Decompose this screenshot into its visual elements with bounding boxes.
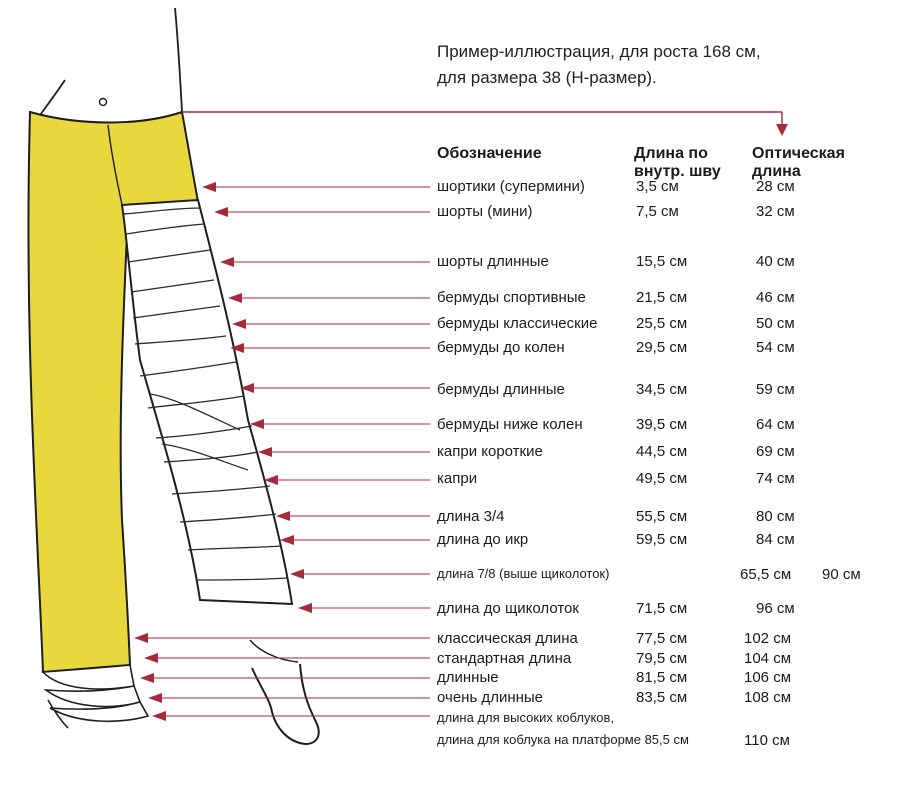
row-optical-length: 69 см <box>756 443 795 460</box>
row-optical-length: 46 см <box>756 289 795 306</box>
header-optical-line-1: Оптическая <box>752 145 845 162</box>
pointer-arrows <box>134 111 788 721</box>
navel <box>98 97 108 107</box>
arrowhead-row-3 <box>220 257 234 267</box>
row-inner-length: 34,5 см <box>636 381 688 398</box>
row-optical-length: 104 см <box>744 650 792 667</box>
row-optical-length: 28 см <box>756 178 795 195</box>
row-inner-length: 71,5 см <box>636 600 688 617</box>
arrowhead-row-19 <box>152 711 166 721</box>
left-hem-layers <box>41 664 150 722</box>
row-label: бермуды длинные <box>437 381 565 398</box>
row-label: шорты длинные <box>437 253 549 270</box>
row-inner-length: 65,5 см <box>740 566 792 583</box>
row-inner-length: 55,5 см <box>636 508 688 525</box>
row-label: шортики (супермини) <box>437 178 585 195</box>
arrowhead-row-16 <box>144 653 158 663</box>
row-label: очень длинные <box>437 689 544 706</box>
arrowhead-row-8 <box>250 419 264 429</box>
row-label: длинные <box>437 669 499 686</box>
arrowhead-row-18 <box>148 693 162 703</box>
arrowhead-row-7 <box>240 383 254 393</box>
caption-line-1: Пример-иллюстрация, для роста 168 см, <box>437 42 761 61</box>
arrowhead-row-15 <box>134 633 148 643</box>
hip-outline-left <box>37 79 66 119</box>
row-inner-length: 77,5 см <box>636 630 688 647</box>
row-optical-length: 59 см <box>756 381 795 398</box>
row-inner-length: 81,5 см <box>636 669 688 686</box>
arrowhead-row-2 <box>214 207 228 217</box>
row-inner-length: 29,5 см <box>636 339 688 356</box>
fly-seam <box>107 124 123 206</box>
row-label: длина 3/4 <box>437 508 505 525</box>
row-optical-length: 50 см <box>756 315 795 332</box>
row-inner-length: 15,5 см <box>636 253 688 270</box>
row-label: классическая длина <box>437 630 578 647</box>
waist-arrow-head <box>776 124 788 136</box>
row-optical-length: 90 см <box>822 566 861 583</box>
row-label: бермуды спортивные <box>437 289 586 306</box>
row-optical-length: 32 см <box>756 203 795 220</box>
row-label: длина до икр <box>437 531 529 548</box>
arrowhead-row-17 <box>140 673 154 683</box>
arrowhead-row-14 <box>298 603 312 613</box>
row-inner-length: 39,5 см <box>636 416 688 433</box>
arrowhead-row-4 <box>228 293 242 303</box>
row-optical-length: 80 см <box>756 508 795 525</box>
row-optical-length: 96 см <box>756 600 795 617</box>
header-designation: Обозначение <box>437 145 542 162</box>
arrowhead-row-13 <box>290 569 304 579</box>
row-optical-length: 54 см <box>756 339 795 356</box>
arrowhead-row-12 <box>280 535 294 545</box>
caption-line-2: для размера 38 (Н-размер). <box>437 68 657 87</box>
row-inner-length: 59,5 см <box>636 531 688 548</box>
right-leg-layers <box>123 207 289 581</box>
trouser-leg-right <box>120 198 294 606</box>
arrowhead-row-5 <box>232 319 246 329</box>
header-inner-line-1: Длина по <box>634 145 708 162</box>
row-inner-length: 44,5 см <box>636 443 688 460</box>
row-label: длина до щиколоток <box>437 600 579 617</box>
row-optical-length: 84 см <box>756 531 795 548</box>
row-optical-length: 102 см <box>744 630 792 647</box>
hip-outline-right <box>174 7 183 113</box>
row-inner-length: 21,5 см <box>636 289 688 306</box>
row-optical-length: 40 см <box>756 253 795 270</box>
row-label: шорты (мини) <box>437 203 533 220</box>
row-inner-length: 49,5 см <box>636 470 688 487</box>
waistband <box>29 111 183 124</box>
row-label: длина для коблука на платформе 85,5 см <box>437 732 689 747</box>
row-inner-length: 7,5 см <box>636 203 679 220</box>
row-optical-length: 74 см <box>756 470 795 487</box>
arrowhead-row-9 <box>258 447 272 457</box>
arrowhead-row-1 <box>202 182 216 192</box>
right-shoe <box>251 663 320 746</box>
arrowhead-row-6 <box>230 343 244 353</box>
row-optical-length: 108 см <box>744 689 792 706</box>
header-optical-line-2: длина <box>752 163 801 180</box>
row-optical-length: 110 см <box>744 732 790 749</box>
row-inner-length: 83,5 см <box>636 689 688 706</box>
row-label: бермуды до колен <box>437 339 565 356</box>
row-optical-length: 106 см <box>744 669 792 686</box>
header-inner-line-2: внутр. шву <box>634 163 721 180</box>
row-label: капри <box>437 470 478 487</box>
row-label: стандартная длина <box>437 650 572 667</box>
row-optical-length: 64 см <box>756 416 795 433</box>
left-hem-edge <box>47 699 69 729</box>
row-label: длина для высоких коблуков, <box>437 710 615 725</box>
row-label: бермуды классические <box>437 315 598 332</box>
row-inner-length: 3,5 см <box>636 178 679 195</box>
row-label: капри короткие <box>437 443 543 460</box>
arrowhead-row-10 <box>264 475 278 485</box>
row-label: бермуды ниже колен <box>437 416 583 433</box>
right-ankle <box>249 639 299 663</box>
row-inner-length: 25,5 см <box>636 315 688 332</box>
row-inner-length: 79,5 см <box>636 650 688 667</box>
arrowhead-row-11 <box>276 511 290 521</box>
row-label: длина 7/8 (выше щиколоток) <box>437 566 610 581</box>
